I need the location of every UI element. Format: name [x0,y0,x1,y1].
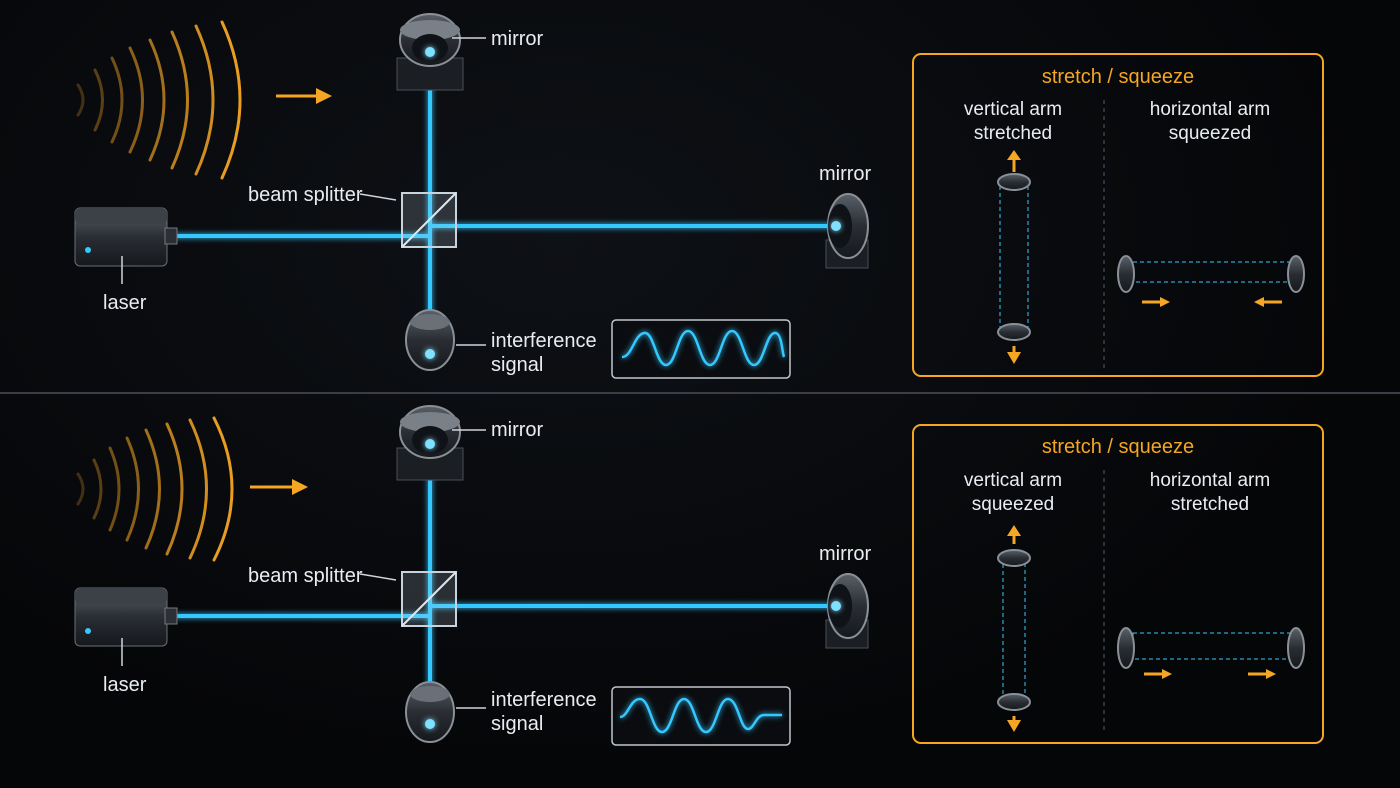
mirror-icon [396,13,486,91]
panel-top-graphics [74,13,1324,379]
vertical-arm-graphic [997,150,1031,364]
laser-beams [175,52,835,352]
detector-icon [405,309,486,371]
signal-label-line2: signal [491,713,544,735]
laser-icon [74,587,178,666]
horizontal-arm-label-line1: horizontal arm [1149,99,1271,120]
vertical-arm-label-line1: vertical arm [963,470,1063,491]
horizontal-arm-label-line2: squeezed [1168,123,1252,144]
beam-splitter-icon [359,571,457,627]
signal-label-line2: signal [491,354,544,376]
panel-bottom-graphics [74,405,1324,746]
horizontal-arm-graphic [1117,255,1305,307]
interference-signal-plot [611,319,791,379]
signal-label-line1: interference [491,330,597,352]
detector-icon [405,681,486,743]
gravitational-wave-icon [76,416,234,562]
beam-splitter-label: beam splitter [248,184,363,206]
mirror-right-label: mirror [819,163,872,185]
laser-label: laser [103,674,147,696]
gravitational-wave-icon [76,20,242,180]
interference-signal-plot [611,686,791,746]
mirror-right-label: mirror [819,543,872,565]
stretch-squeeze-box [912,53,1324,377]
vertical-arm-graphic [997,525,1031,732]
vertical-arm-label-line2: stretched [973,123,1053,144]
mirror-icon [825,193,869,269]
wave-direction-arrow [250,479,308,495]
box-title: stretch / squeeze [1041,66,1195,88]
signal-label-line1: interference [491,689,597,711]
laser-beams [175,444,835,722]
horizontal-arm-label-line1: horizontal arm [1149,470,1271,491]
vertical-arm-label-line2: squeezed [971,494,1055,515]
mirror-icon [825,573,869,649]
mirror-icon [396,405,486,481]
box-title: stretch / squeeze [1041,436,1195,458]
wave-direction-arrow [276,88,332,104]
beam-splitter-label: beam splitter [248,565,363,587]
horizontal-arm-label-line2: stretched [1170,494,1250,515]
mirror-top-label: mirror [491,419,544,441]
panel-bottom: mirror mirror beam splitter laser interf… [0,394,1400,788]
horizontal-arm-graphic [1117,627,1305,679]
vertical-arm-label-line1: vertical arm [963,99,1063,120]
panel-divider [0,392,1400,394]
mirror-top-label: mirror [491,28,544,50]
laser-icon [74,207,178,284]
panel-top: mirror mirror beam splitter laser interf… [74,13,1324,379]
stretch-squeeze-box [912,424,1324,744]
beam-splitter-icon [359,192,457,248]
laser-label: laser [103,292,147,314]
